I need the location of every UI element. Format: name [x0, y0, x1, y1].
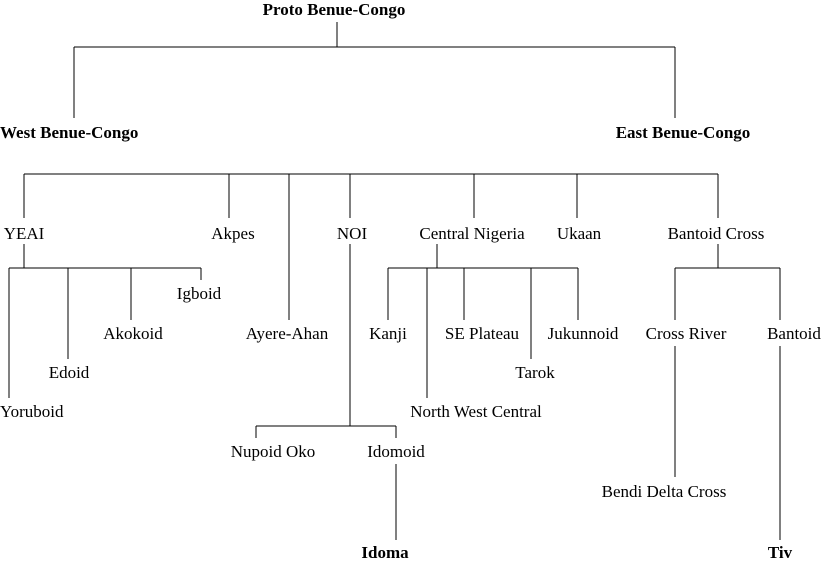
node-igboid: Igboid	[177, 284, 222, 303]
node-bantoid: Bantoid	[767, 324, 821, 343]
node-idoma: Idoma	[361, 543, 409, 561]
node-cross-river: Cross River	[646, 324, 727, 343]
node-nupoid-oko: Nupoid Oko	[231, 442, 316, 461]
node-bendi-delta-cross: Bendi Delta Cross	[602, 482, 727, 501]
node-east-benue-congo: East Benue-Congo	[616, 123, 751, 142]
node-jukunnoid: Jukunnoid	[548, 324, 619, 343]
node-tiv: Tiv	[768, 543, 793, 561]
node-central-nigeria: Central Nigeria	[419, 224, 525, 243]
node-noi: NOI	[337, 224, 368, 243]
node-west-benue-congo: West Benue-Congo	[0, 123, 138, 142]
node-yeai: YEAI	[4, 224, 45, 243]
node-ukaan: Ukaan	[557, 224, 602, 243]
node-bantoid-cross: Bantoid Cross	[668, 224, 765, 243]
node-akokoid: Akokoid	[103, 324, 163, 343]
node-idomoid: Idomoid	[367, 442, 425, 461]
node-yoruboid: Yoruboid	[0, 402, 64, 421]
node-tarok: Tarok	[515, 363, 555, 382]
node-akpes: Akpes	[211, 224, 254, 243]
node-proto-benue-congo: Proto Benue-Congo	[263, 0, 406, 19]
node-kanji: Kanji	[369, 324, 407, 343]
node-north-west-central: North West Central	[410, 402, 542, 421]
node-se-plateau: SE Plateau	[445, 324, 520, 343]
node-ayere-ahan: Ayere-Ahan	[246, 324, 329, 343]
node-edoid: Edoid	[49, 363, 90, 382]
tree-edges	[8, 22, 781, 540]
